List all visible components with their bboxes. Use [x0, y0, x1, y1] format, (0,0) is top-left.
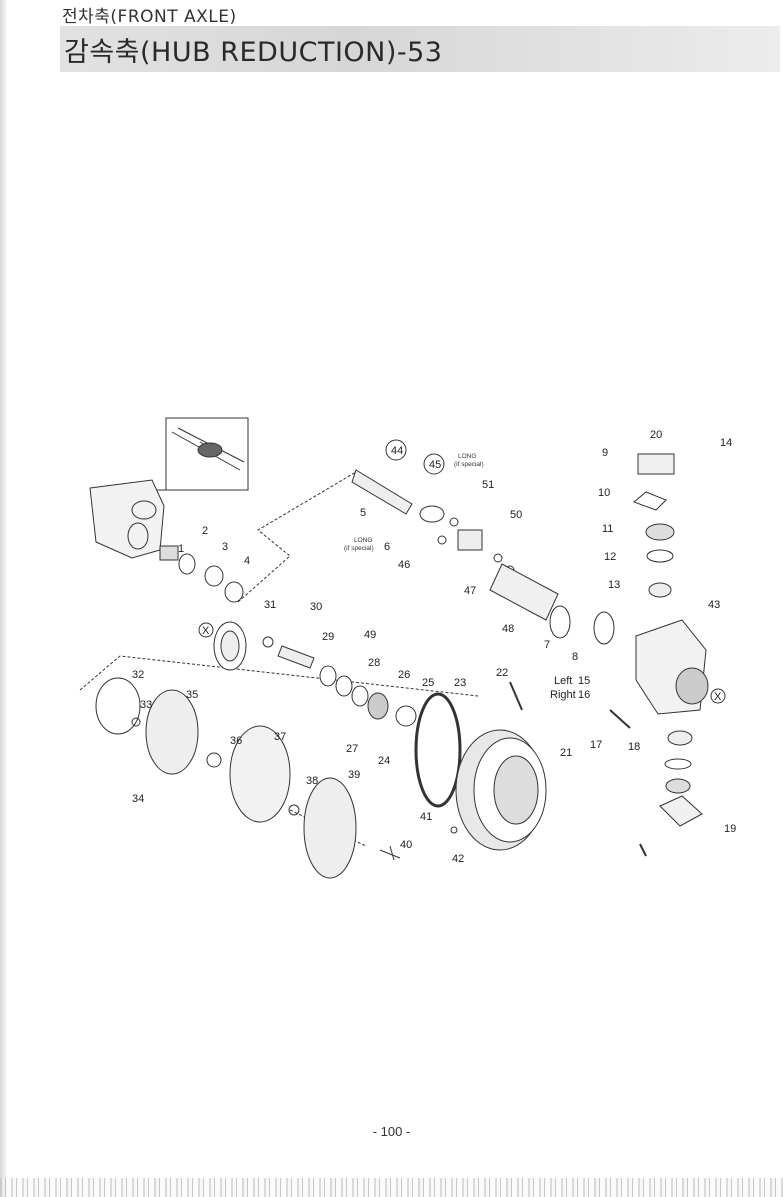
svg-text:46: 46	[398, 559, 410, 571]
title-bar	[60, 26, 780, 72]
svg-text:49: 49	[364, 629, 376, 641]
svg-text:21: 21	[560, 747, 572, 759]
svg-text:17: 17	[590, 739, 602, 751]
svg-text:2: 2	[202, 525, 208, 537]
svg-text:11: 11	[602, 523, 613, 535]
svg-text:31: 31	[264, 599, 276, 611]
universal-joint	[437, 517, 559, 621]
long-note-left-sub: (if special)	[344, 545, 374, 552]
svg-text:36: 36	[230, 735, 242, 747]
svg-text:44: 44	[391, 445, 403, 457]
right-column-parts	[633, 453, 675, 598]
long-note-top: LONG	[458, 453, 476, 460]
long-note-left: LONG	[354, 537, 372, 544]
svg-text:33: 33	[140, 699, 152, 711]
svg-text:28: 28	[368, 657, 380, 669]
svg-text:6: 6	[384, 541, 390, 553]
svg-text:10: 10	[598, 487, 610, 499]
svg-text:5: 5	[360, 507, 366, 519]
svg-text:19: 19	[724, 823, 736, 835]
wheel-hub	[455, 729, 547, 851]
svg-text:37: 37	[274, 731, 286, 743]
page-title: 감속축(HUB REDUCTION)-53	[64, 37, 443, 68]
svg-text:25: 25	[422, 677, 434, 689]
knuckle-housing-left	[89, 479, 165, 559]
parts-1-4	[159, 545, 244, 603]
svg-text:23: 23	[454, 677, 466, 689]
svg-text:20: 20	[650, 429, 662, 441]
svg-text:X: X	[202, 625, 210, 637]
svg-text:40: 40	[400, 839, 412, 851]
svg-text:43: 43	[708, 599, 720, 611]
planetary-parts	[213, 621, 417, 727]
svg-text:1: 1	[178, 543, 184, 555]
svg-text:45: 45	[429, 459, 441, 471]
svg-text:22: 22	[496, 667, 508, 679]
svg-text:13: 13	[608, 579, 620, 591]
svg-text:9: 9	[602, 447, 608, 459]
svg-text:16: 16	[578, 689, 590, 701]
page-edge-shadow	[0, 0, 6, 1197]
long-note-top-sub: (if special)	[454, 461, 484, 468]
axle-overview-inset	[156, 417, 249, 491]
steering-knuckle-right	[635, 619, 709, 715]
svg-text:15: 15	[578, 675, 590, 687]
svg-text:48: 48	[502, 623, 514, 635]
svg-text:34: 34	[132, 793, 144, 805]
right-label: Right	[550, 689, 576, 701]
svg-text:47: 47	[464, 585, 476, 597]
svg-text:32: 32	[132, 669, 144, 681]
svg-text:41: 41	[420, 811, 432, 823]
svg-text:38: 38	[306, 775, 318, 787]
page-number: - 100 -	[372, 1124, 411, 1139]
svg-text:4: 4	[244, 555, 250, 567]
svg-text:29: 29	[322, 631, 334, 643]
exploded-parts-diagram: X X LONG (if special) LONG (if special) …	[79, 417, 736, 879]
svg-text:12: 12	[604, 551, 616, 563]
svg-text:3: 3	[222, 541, 228, 553]
svg-text:X: X	[714, 691, 722, 703]
svg-text:18: 18	[628, 741, 640, 753]
scan-artifact-strip	[0, 1178, 783, 1197]
svg-text:24: 24	[378, 755, 390, 767]
section-label: 전차축(FRONT AXLE)	[62, 7, 237, 27]
svg-text:42: 42	[452, 853, 464, 865]
svg-text:39: 39	[348, 769, 360, 781]
svg-text:26: 26	[398, 669, 410, 681]
svg-text:50: 50	[510, 509, 522, 521]
svg-text:7: 7	[544, 639, 550, 651]
svg-text:8: 8	[572, 651, 578, 663]
svg-text:14: 14	[720, 437, 732, 449]
svg-text:30: 30	[310, 601, 322, 613]
svg-text:27: 27	[346, 743, 358, 755]
cross-markers: X X	[198, 622, 726, 704]
callout-labels: 1 2 3 4 5 6 7 8 9 10 11 12 13 14 15 16 1…	[132, 429, 736, 865]
axle-shaft	[351, 469, 445, 523]
svg-text:35: 35	[186, 689, 198, 701]
left-label: Left	[554, 675, 572, 687]
svg-text:51: 51	[482, 479, 494, 491]
